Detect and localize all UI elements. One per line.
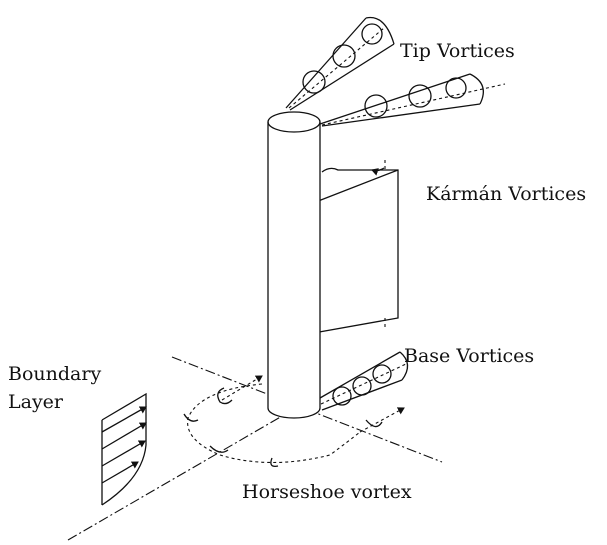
label-base-vortices: Base Vortices	[404, 345, 534, 367]
boundary-layer-profile	[101, 392, 147, 506]
horseshoe-vortex	[183, 375, 405, 467]
label-boundary-layer-line1: Boundary	[8, 363, 101, 385]
label-tip-vortices: Tip Vortices	[400, 40, 515, 62]
tip-vortices-lower	[319, 73, 506, 127]
label-boundary-layer-line2: Layer	[8, 391, 64, 413]
cylinder	[267, 111, 321, 419]
label-horseshoe-vortex: Horseshoe vortex	[242, 481, 412, 503]
karman-vortex-sheet	[307, 160, 399, 335]
base-vortices	[319, 351, 409, 411]
tip-vortices-upper	[285, 16, 395, 111]
label-karman-vortices: Kármán Vortices	[426, 183, 586, 205]
ground-axis-diagonal	[67, 396, 316, 541]
